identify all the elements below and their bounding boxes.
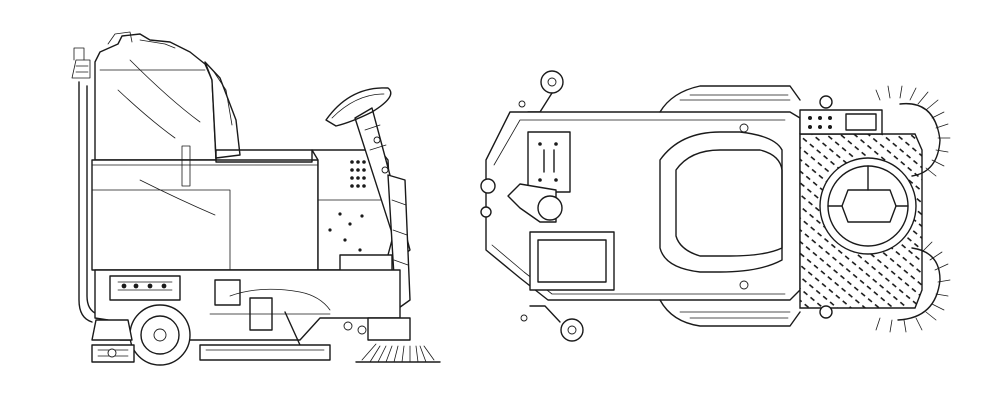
recovery-tank — [94, 31, 217, 161]
seat-top — [659, 123, 783, 290]
rear-squeegee — [91, 319, 135, 363]
tank-lid — [529, 231, 615, 291]
brush-top — [875, 85, 951, 177]
top-view — [480, 70, 951, 342]
rear-bumper — [659, 85, 801, 327]
caster-bottom-left — [520, 305, 584, 342]
rear-wheel — [129, 304, 191, 366]
brush-bottom — [875, 241, 951, 333]
steering-wheel-top — [819, 157, 917, 255]
main-body — [91, 145, 319, 271]
rear-panel — [507, 131, 571, 223]
side-view — [71, 31, 441, 366]
caster-top-left — [518, 70, 564, 113]
side-brush — [343, 317, 441, 363]
dashboard — [799, 109, 883, 135]
front-pivots — [819, 95, 833, 319]
operator-seat — [204, 61, 241, 159]
front-bracket — [339, 174, 411, 311]
